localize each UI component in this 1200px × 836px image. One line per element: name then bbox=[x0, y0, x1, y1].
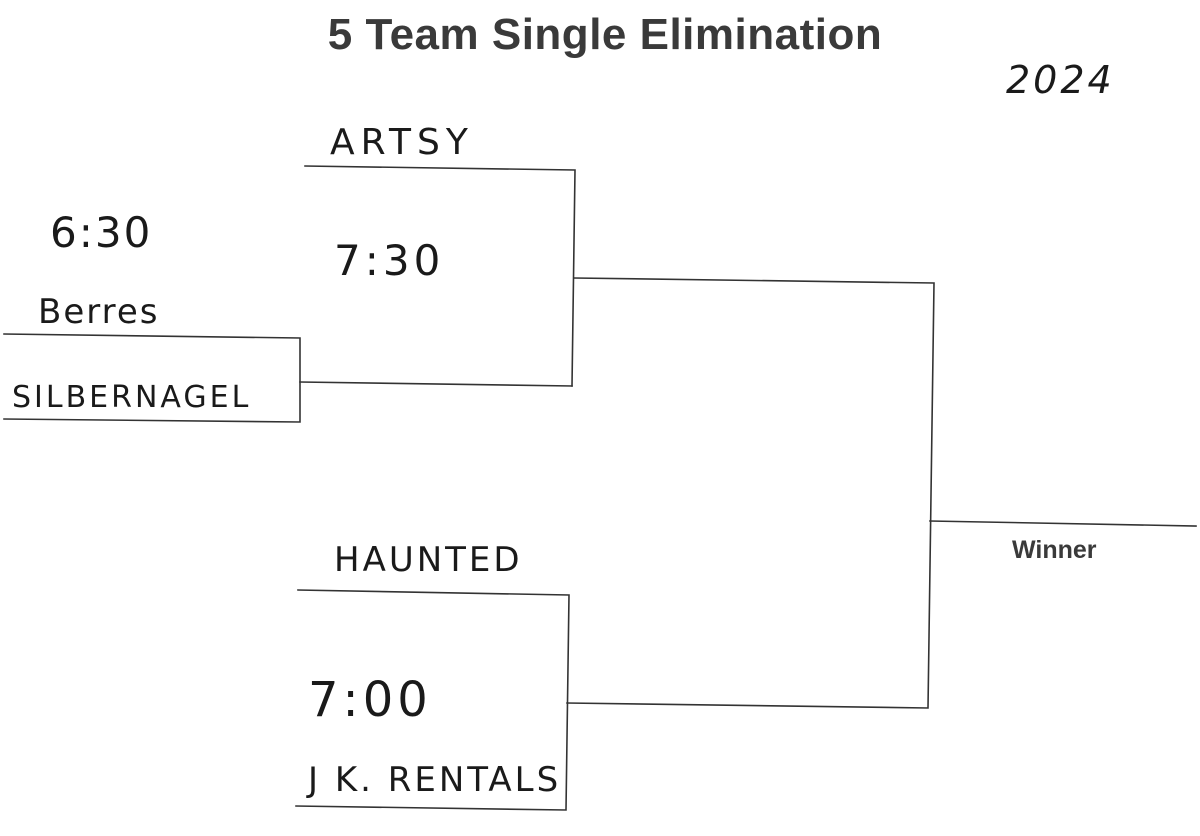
playin-bracket-line bbox=[3, 333, 301, 423]
playin-to-semifinal-line bbox=[299, 381, 573, 387]
playin-time: 6:30 bbox=[50, 208, 153, 257]
team-jk-rentals: J K. RENTALS bbox=[308, 760, 562, 800]
page-title: 5 Team Single Elimination bbox=[327, 10, 883, 59]
winner-line bbox=[929, 520, 1197, 527]
team-haunted: HAUNTED bbox=[334, 540, 523, 580]
team-silbernagel: SILBERNAGEL bbox=[12, 380, 252, 415]
semifinal-bottom-time: 7:00 bbox=[308, 672, 432, 728]
final-bracket-line bbox=[566, 277, 935, 709]
semifinal-top-bracket-line bbox=[304, 165, 576, 387]
winner-label: Winner bbox=[1012, 536, 1097, 564]
semifinal-top-time: 7:30 bbox=[334, 236, 445, 285]
team-berres: Berres bbox=[38, 292, 160, 332]
team-artsy: ARTSY bbox=[330, 122, 474, 163]
year-label: 2024 bbox=[1006, 58, 1115, 102]
